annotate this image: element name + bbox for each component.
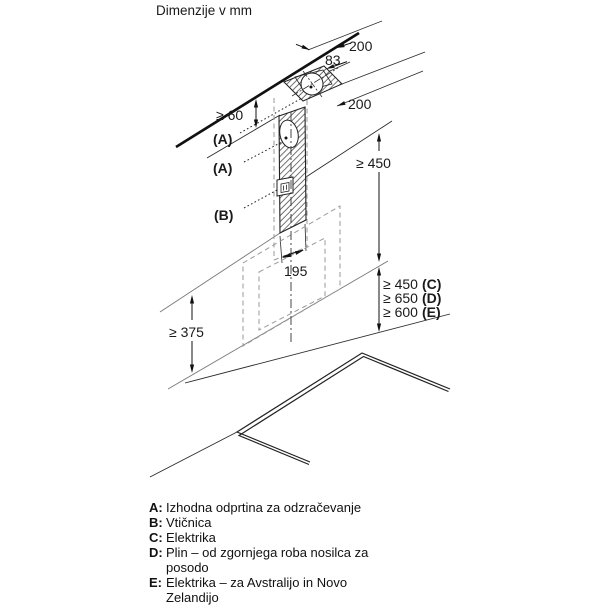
- reference-lines: [149, 20, 451, 478]
- svg-text:≥ 650(D): ≥ 650(D): [383, 290, 441, 306]
- dim-top-width: 200: [349, 38, 373, 54]
- svg-text:≥ 450(C): ≥ 450(C): [383, 276, 441, 292]
- wall-mounting-strip: [276, 106, 307, 234]
- dim-wall-min: ≥ 375: [169, 324, 204, 340]
- power-socket: [276, 176, 294, 197]
- arrowheads: [189, 43, 382, 373]
- legend-item-a: A:Izhodna odprtina za odzračevanje: [149, 500, 362, 515]
- callout-leaders: [239, 97, 303, 209]
- callout-vent-top: (A): [213, 131, 232, 147]
- ceiling-vent-opening: [283, 65, 343, 102]
- callout-socket: (B): [214, 207, 233, 223]
- ceiling-line: [175, 31, 360, 149]
- dim-upper-height: ≥ 450: [356, 155, 391, 171]
- legend-item-b: B:Vtičnica: [149, 515, 212, 530]
- countertop-edges: [235, 352, 451, 466]
- legend-item-e: E:Elektrika – za Avstralijo in Novo: [149, 575, 348, 590]
- legend: A:Izhodna odprtina za odzračevanje B:Vti…: [149, 500, 489, 605]
- callout-vent-wall: (A): [213, 160, 232, 176]
- legend-item-d: D:Plin – od zgornjega roba nosilca za: [149, 545, 369, 560]
- clearance-stack: ≥ 450(C) ≥ 650(D) ≥ 600(E): [383, 276, 441, 320]
- dim-ceiling-gap: ≥ 60: [216, 107, 243, 123]
- wall-duct-hole: [279, 119, 299, 149]
- dim-side-depth: 200: [348, 96, 372, 112]
- legend-item-d-cont: posodo: [166, 560, 209, 575]
- legend-item-e-cont: Zelandijo: [166, 590, 219, 605]
- dim-strip-width: 195: [284, 263, 308, 279]
- svg-text:≥ 600(E): ≥ 600(E): [383, 304, 441, 320]
- page-title: Dimenzije v mm: [156, 3, 253, 18]
- legend-item-c: C:Elektrika: [149, 530, 216, 545]
- construction-lines: [159, 232, 389, 390]
- dim-vent-offset: 83: [325, 52, 341, 68]
- hood-dashed-outline: [242, 98, 341, 347]
